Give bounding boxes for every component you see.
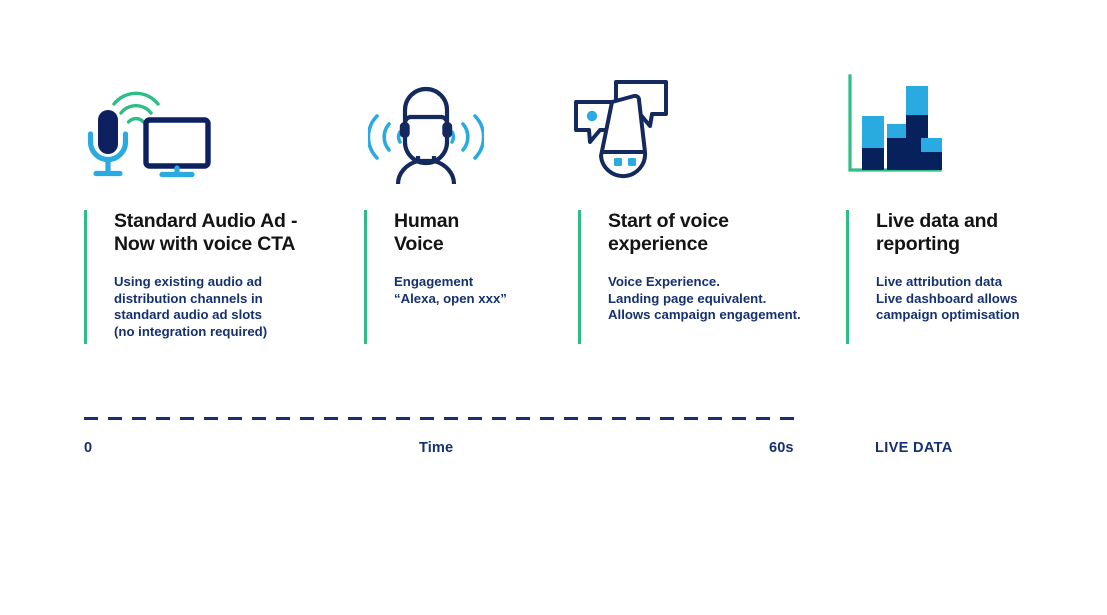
step-card-2: Human Voice Engagement “Alexa, open xxx”	[364, 210, 569, 346]
timeline-start-label: 0	[84, 440, 93, 456]
microphone-and-screen-icon	[82, 72, 218, 187]
step-card-2-description: Engagement “Alexa, open xxx”	[394, 274, 507, 306]
step-card-2-heading: Human Voice	[394, 210, 460, 255]
accent-bar	[578, 210, 581, 344]
accent-bar	[364, 210, 367, 344]
bar-chart-icon	[846, 72, 944, 187]
step-card-3: Start of voice experience Voice Experien…	[578, 210, 843, 346]
accent-bar	[846, 210, 849, 344]
accent-bar	[84, 210, 87, 344]
step-card-4-body: Live data and reporting Live attribution…	[876, 210, 1020, 324]
step-card-1: Standard Audio Ad - Now with voice CTA U…	[84, 210, 354, 346]
icon-row	[0, 0, 1107, 200]
step-card-3-body: Start of voice experience Voice Experien…	[608, 210, 801, 324]
step-card-4: Live data and reporting Live attribution…	[846, 210, 1086, 346]
timeline-live-data-label: LIVE DATA	[875, 440, 953, 456]
step-card-1-description: Using existing audio ad distribution cha…	[114, 274, 268, 339]
step-card-1-body: Standard Audio Ad - Now with voice CTA U…	[114, 210, 297, 340]
smart-speaker-chat-icon	[572, 72, 678, 187]
step-card-3-description: Voice Experience. Landing page equivalen…	[608, 274, 801, 323]
person-speaking-icon	[368, 72, 484, 187]
step-card-1-heading: Standard Audio Ad - Now with voice CTA	[114, 210, 298, 255]
timeline-dashed-axis	[84, 417, 803, 420]
step-card-3-heading: Start of voice experience	[608, 210, 729, 255]
step-card-4-description: Live attribution data Live dashboard all…	[876, 274, 1020, 323]
timeline-end-label: 60s	[769, 440, 794, 456]
timeline-axis-label: Time	[419, 440, 454, 456]
step-card-2-body: Human Voice Engagement “Alexa, open xxx”	[394, 210, 507, 307]
step-card-4-heading: Live data and reporting	[876, 210, 999, 255]
